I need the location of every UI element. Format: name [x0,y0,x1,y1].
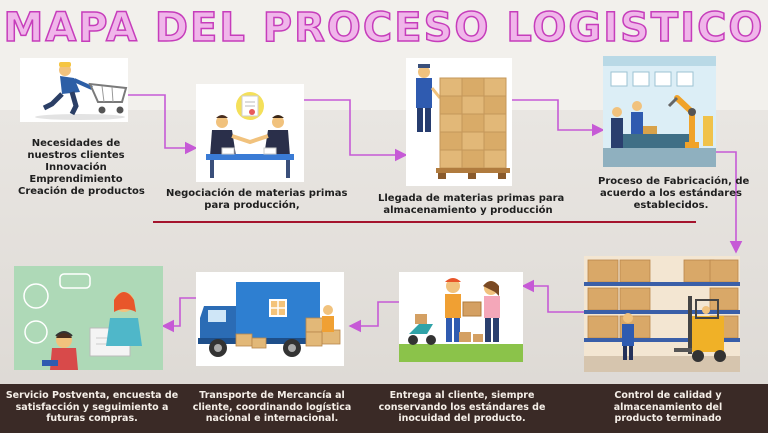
step-1-caption: Necesidades de nuestros clientes Innovac… [18,138,145,198]
customer-support-icon [14,266,163,370]
step-6-line-2: conservando los estándares de [378,401,546,413]
step-4-line-1: Proceso de Fabricación, de [598,176,750,187]
illustration-after-sales [14,266,163,370]
step-6-line-3: inocuidad del producto. [398,413,526,424]
step-5-caption: Control de calidad y almacenamiento del … [598,390,738,425]
shopping-cart-icon [20,58,128,122]
step-8-line-1: Servicio Postventa, encuesta de [5,390,179,401]
step-2-line-2: para producción, [204,200,300,211]
step-6-line-1: Entrega al cliente, siempre [389,390,535,401]
step-1-line-3: Innovación [45,162,107,173]
section-divider [153,221,696,223]
illustration-transport [196,272,344,366]
step-5-line-3: producto terminado [614,413,722,424]
pallet-boxes-icon [406,58,512,186]
step-1-line-5: Creación de productos [18,186,145,197]
handshake-icon [196,84,304,182]
step-5-line-2: almacenamiento del [613,401,723,413]
illustration-negotiation [196,84,304,182]
step-7-line-1: Transporte de Mercancía al [199,390,345,401]
step-3-line-1: Llegada de materias primas para [378,193,565,204]
page-title: MAPA DEL PROCESO LOGISTICO [0,0,768,56]
factory-robot-icon [603,56,716,167]
illustration-delivery [399,272,523,362]
step-7-line-3: nacional e internacional. [205,413,339,424]
step-7-line-2: cliente, coordinando logística [192,401,352,413]
step-1-line-1: Necesidades de [31,138,121,149]
step-2-line-1: Negociación de materias primas [166,188,348,199]
delivery-person-icon [399,272,523,362]
step-4-line-3: establecidos. [633,200,709,211]
forklift-icon [584,256,740,372]
step-8-line-2: satisfacción y seguimiento a [15,401,169,413]
step-4-caption: Proceso de Fabricación, de acuerdo a los… [598,176,750,212]
step-8-caption: Servicio Postventa, encuesta de satisfac… [2,390,182,425]
truck-icon [196,272,344,366]
step-7-caption: Transporte de Mercancía al cliente, coor… [184,390,360,425]
illustration-raw-materials [406,58,512,186]
step-8-line-3: futuras compras. [46,413,138,424]
illustration-manufacturing [603,56,716,167]
step-1-line-2: nuestros clientes [27,150,125,161]
step-1-line-4: Emprendimiento [29,174,123,185]
step-3-line-2: almacenamiento y producción [383,205,553,216]
title-text: MAPA DEL PROCESO LOGISTICO [3,4,765,52]
background-floor [0,384,768,433]
illustration-quality-control [584,256,740,372]
step-6-caption: Entrega al cliente, siempre conservando … [374,390,550,425]
step-4-line-2: acuerdo a los estándares [600,188,742,199]
illustration-customer-needs [20,58,128,122]
step-5-line-1: Control de calidad y [614,390,722,401]
step-3-caption: Llegada de materias primas para almacena… [378,193,565,217]
step-2-caption: Negociación de materias primas para prod… [166,188,348,212]
